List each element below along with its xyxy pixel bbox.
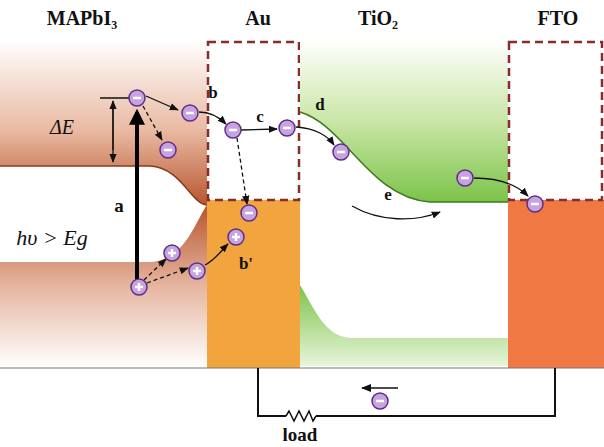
conduction-band [0,40,207,205]
excitation-arrow [135,112,139,280]
energy-offset: ΔE [50,117,74,137]
electron [372,393,388,409]
carrier-arrows [143,96,528,283]
process-label: e [384,186,392,203]
electron [182,105,198,121]
circuit-wire [258,368,555,416]
tio2-band-edge [300,112,508,202]
layer-title: MAPbI₃ [47,8,117,28]
load-label: load [283,425,318,444]
electron [457,170,473,186]
fto-fill [508,200,604,368]
electron [225,122,241,138]
electron [333,144,349,160]
conduction-band-edge [0,166,207,205]
dashed-box [208,42,299,200]
layer-title: FTO [538,8,579,28]
delta-arrow [112,101,113,150]
electron [129,90,145,106]
process-label: a [114,196,124,215]
dashed-box [509,42,602,200]
hole [228,229,244,245]
process-label: d [315,96,324,113]
tio2-valence-band [300,285,508,366]
metal-fill [207,200,300,368]
level-line [100,97,130,99]
electron [160,142,176,158]
hole [189,263,205,279]
electron [279,120,295,136]
valence-band [0,205,207,368]
process-label: b [208,84,217,101]
process-label: c [256,108,264,125]
baseline [0,368,604,369]
current-arrow [362,387,398,389]
process-label: b' [239,255,253,272]
hole [131,279,147,295]
resistor-symbol [286,411,316,421]
electron [241,205,257,221]
hole [164,245,180,261]
layer-title: Au [245,8,271,28]
layer-title: TiO₂ [358,8,398,28]
electron [527,196,543,212]
photon-condition: hυ > Eg [16,227,87,249]
